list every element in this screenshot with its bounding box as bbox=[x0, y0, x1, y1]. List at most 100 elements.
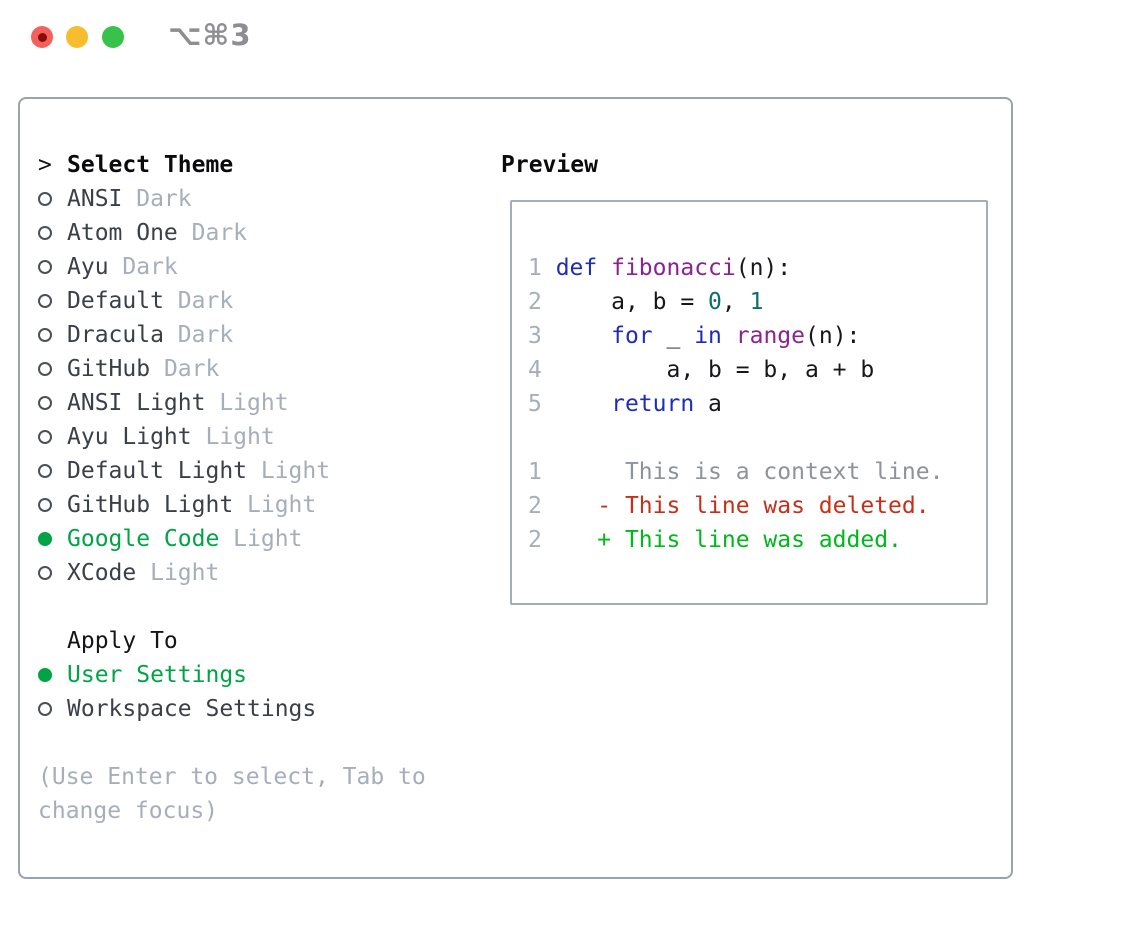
radio-glyph bbox=[38, 328, 52, 342]
theme-option-atom-one[interactable]: Atom One Dark bbox=[38, 216, 426, 250]
segment-plain: (n): bbox=[735, 255, 792, 281]
theme-variant-badge: Light bbox=[233, 492, 317, 518]
theme-name: ANSI Light bbox=[67, 390, 206, 416]
theme-variant-badge: Dark bbox=[122, 186, 192, 212]
segment-plain: a, b = bbox=[555, 289, 709, 315]
preview-code-line: 4 a, b = b, a + b bbox=[528, 353, 943, 387]
apply-option-workspace-settings[interactable]: Workspace Settings bbox=[38, 692, 426, 726]
radio-glyph bbox=[38, 260, 52, 274]
segment-ln: 5 bbox=[528, 391, 556, 417]
radio-glyph bbox=[38, 226, 52, 240]
minimize-button[interactable] bbox=[66, 26, 88, 48]
segment-add: + This line was added. bbox=[555, 527, 902, 553]
radio-glyph bbox=[38, 192, 52, 206]
zoom-button[interactable] bbox=[102, 26, 124, 48]
apply-to-title: Apply To bbox=[67, 628, 178, 654]
segment-ln: 2 bbox=[528, 493, 556, 519]
segment-plain bbox=[556, 391, 611, 417]
cursor-icon: > bbox=[38, 152, 67, 178]
segment-plain bbox=[597, 255, 611, 281]
theme-variant-badge: Dark bbox=[163, 322, 234, 348]
theme-option-google-code[interactable]: Google Code Light bbox=[38, 522, 426, 556]
radio-unselected-icon bbox=[38, 226, 67, 240]
theme-name: Default Light bbox=[67, 458, 248, 484]
theme-variant-badge: Light bbox=[247, 458, 331, 484]
theme-option-ansi-light[interactable]: ANSI Light Light bbox=[38, 386, 426, 420]
radio-glyph bbox=[38, 668, 52, 682]
theme-option-ansi[interactable]: ANSI Dark bbox=[38, 182, 426, 216]
apply-to-header: Apply To bbox=[38, 624, 426, 658]
theme-option-default-light[interactable]: Default Light Light bbox=[38, 454, 426, 488]
theme-variant-badge: Dark bbox=[108, 254, 178, 280]
radio-unselected-icon bbox=[38, 396, 67, 410]
radio-selected-icon bbox=[38, 668, 67, 682]
segment-plain: , bbox=[721, 289, 750, 315]
select-theme-title: Select Theme bbox=[67, 152, 234, 178]
theme-name: Atom One bbox=[67, 220, 178, 246]
theme-name: Ayu Light bbox=[67, 424, 192, 450]
theme-name: Default bbox=[67, 288, 164, 314]
preview-heading: Preview bbox=[501, 152, 598, 178]
theme-variant-badge: Light bbox=[136, 560, 220, 586]
theme-option-github-light[interactable]: GitHub Light Light bbox=[38, 488, 426, 522]
segment-fn: fibonacci bbox=[611, 255, 736, 281]
theme-option-github[interactable]: GitHub Dark bbox=[38, 352, 426, 386]
segment-del: - This line was deleted. bbox=[555, 493, 930, 519]
segment-kw: def bbox=[555, 255, 598, 281]
theme-variant-badge: Light bbox=[219, 526, 303, 552]
radio-glyph bbox=[38, 532, 52, 546]
radio-glyph bbox=[38, 498, 52, 512]
radio-glyph bbox=[38, 566, 52, 580]
segment-ln: 4 bbox=[528, 357, 556, 383]
theme-variant-badge: Dark bbox=[163, 288, 234, 314]
segment-plain: (n): bbox=[805, 323, 861, 349]
radio-unselected-icon bbox=[38, 498, 67, 512]
radio-glyph bbox=[38, 294, 52, 308]
preview-code-line: 2 a, b = 0, 1 bbox=[528, 285, 943, 319]
radio-glyph bbox=[38, 396, 52, 410]
theme-name: GitHub Light bbox=[67, 492, 234, 518]
apply-option-user-settings[interactable]: User Settings bbox=[38, 658, 426, 692]
spacer bbox=[38, 590, 426, 624]
cursor-char: > bbox=[38, 152, 52, 178]
theme-option-ayu-light[interactable]: Ayu Light Light bbox=[38, 420, 426, 454]
segment-ln: 3 bbox=[528, 323, 556, 349]
window-title: ⌥⌘3 bbox=[168, 18, 252, 52]
theme-name: Ayu bbox=[67, 254, 109, 280]
close-button[interactable] bbox=[31, 26, 53, 48]
segment-num: 0 bbox=[708, 289, 722, 315]
segment-kw: return bbox=[611, 391, 695, 417]
radio-unselected-icon bbox=[38, 464, 67, 478]
radio-unselected-icon bbox=[38, 362, 67, 376]
segment-ln: 1 bbox=[528, 459, 556, 485]
segment-plain bbox=[722, 323, 736, 349]
theme-variant-badge: Light bbox=[205, 390, 289, 416]
radio-unselected-icon bbox=[38, 430, 67, 444]
segment-kw: for bbox=[611, 323, 653, 349]
spacer bbox=[38, 726, 426, 760]
segment-plain: a bbox=[694, 391, 722, 417]
radio-glyph bbox=[38, 464, 52, 478]
theme-option-xcode[interactable]: XCode Light bbox=[38, 556, 426, 590]
theme-name: ANSI bbox=[67, 186, 123, 212]
theme-name: Google Code bbox=[67, 526, 220, 552]
theme-option-default[interactable]: Default Dark bbox=[38, 284, 426, 318]
theme-option-ayu[interactable]: Ayu Dark bbox=[38, 250, 426, 284]
radio-unselected-icon bbox=[38, 566, 67, 580]
radio-unselected-icon bbox=[38, 294, 67, 308]
radio-unselected-icon bbox=[38, 192, 67, 206]
radio-glyph bbox=[38, 362, 52, 376]
segment-ctx: This is a context line. bbox=[555, 459, 944, 485]
preview-blank-line bbox=[528, 421, 943, 455]
select-theme-header: > Select Theme bbox=[38, 148, 426, 182]
theme-option-dracula[interactable]: Dracula Dark bbox=[38, 318, 426, 352]
theme-variant-badge: Dark bbox=[150, 356, 220, 382]
preview-code-line: 1 def fibonacci(n): bbox=[528, 251, 943, 285]
preview-diff-added-line: 2 + This line was added. bbox=[528, 523, 943, 557]
segment-num: 1 bbox=[749, 289, 764, 315]
radio-unselected-icon bbox=[38, 328, 67, 342]
segment-plain: _ bbox=[652, 323, 695, 349]
